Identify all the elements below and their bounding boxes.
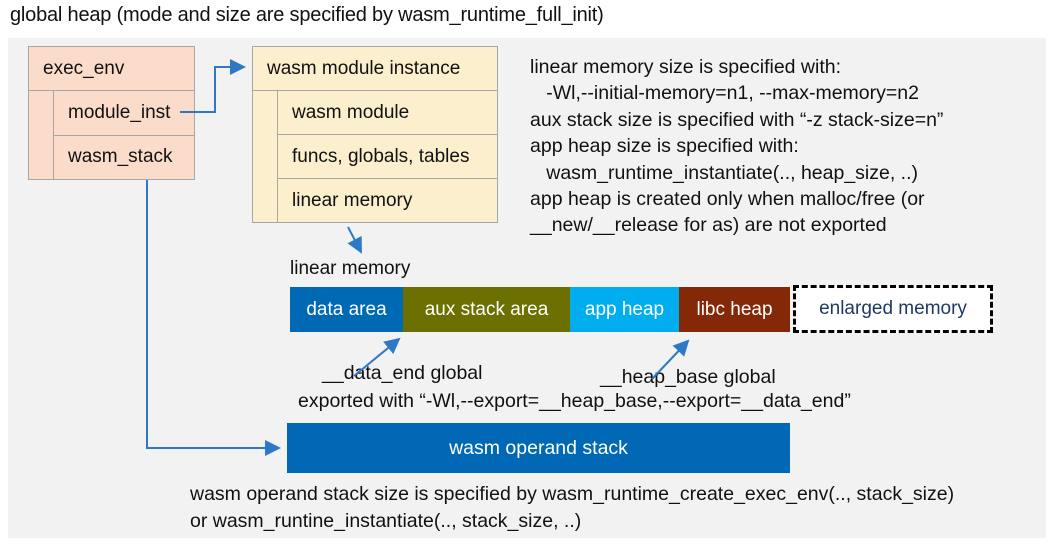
wasm-operand-stack-bar: wasm operand stack — [287, 423, 790, 473]
data-end-annotation: __data_end global — [322, 362, 483, 384]
segment-data-area: data area — [290, 287, 403, 332]
segment-aux-stack-area: aux stack area — [403, 287, 570, 332]
footer-block: wasm operand stack size is specified by … — [190, 481, 954, 535]
note-line: __new/__release for as) are not exported — [530, 214, 887, 237]
exec-env-row-module-inst: module_inst — [54, 91, 194, 136]
module-instance-row-funcs-globals-tables: funcs, globals, tables — [278, 135, 497, 179]
module-instance-indent — [253, 91, 278, 222]
module-instance-row-linear-memory: linear memory — [292, 189, 413, 211]
export-flags-annotation: exported with “-Wl,--export=__heap_base,… — [298, 390, 851, 412]
segment-label: libc heap — [696, 298, 773, 320]
exec-env-header: exec_env — [29, 47, 194, 91]
module-instance-row-wasm-module: wasm module — [278, 91, 497, 135]
note-line: linear memory size is specified with: — [530, 56, 842, 78]
notes-block: linear memory size is specified with: -W… — [530, 54, 943, 239]
segment-enlarged-memory: enlarged memory — [793, 285, 993, 333]
segment-label: data area — [306, 298, 387, 320]
exec-env-box: exec_env module_inst wasm_stack — [28, 46, 195, 180]
note-line: -Wl,--initial-memory=n1, --max-memory=n2 — [530, 82, 919, 105]
module-instance-box: wasm module instance wasm module funcs, … — [252, 46, 498, 223]
segment-label: aux stack area — [424, 298, 549, 320]
heap-base-annotation: __heap_base global — [600, 366, 776, 388]
note-line: aux stack size is specified with “-z sta… — [530, 108, 944, 131]
footer-line: wasm operand stack size is specified by … — [190, 483, 955, 505]
note-line: wasm_runtime_instantiate(.., heap_size, … — [530, 161, 919, 184]
wasm-operand-stack-label: wasm operand stack — [449, 436, 628, 459]
module-instance-rows: wasm module funcs, globals, tables linea… — [278, 91, 497, 222]
page-title: global heap (mode and size are specified… — [10, 4, 604, 26]
footer-line: or wasm_runtine_instantiate(.., stack_si… — [190, 510, 582, 532]
exec-env-indent — [29, 91, 54, 179]
segment-label: app heap — [584, 298, 665, 320]
exec-env-rows: module_inst wasm_stack — [54, 91, 194, 179]
module-instance-body: wasm module funcs, globals, tables linea… — [253, 91, 497, 222]
linear-memory-label: linear memory — [290, 258, 411, 279]
note-line: app heap is created only when malloc/fre… — [530, 188, 925, 211]
module-instance-header: wasm module instance — [253, 47, 497, 91]
exec-env-row-wasm-stack: wasm_stack — [68, 146, 173, 168]
segment-libc-heap: libc heap — [679, 287, 790, 332]
segment-app-heap: app heap — [570, 287, 679, 332]
note-line: app heap size is specified with: — [530, 135, 799, 158]
exec-env-body: module_inst wasm_stack — [29, 91, 194, 179]
segment-label: enlarged memory — [819, 298, 967, 319]
